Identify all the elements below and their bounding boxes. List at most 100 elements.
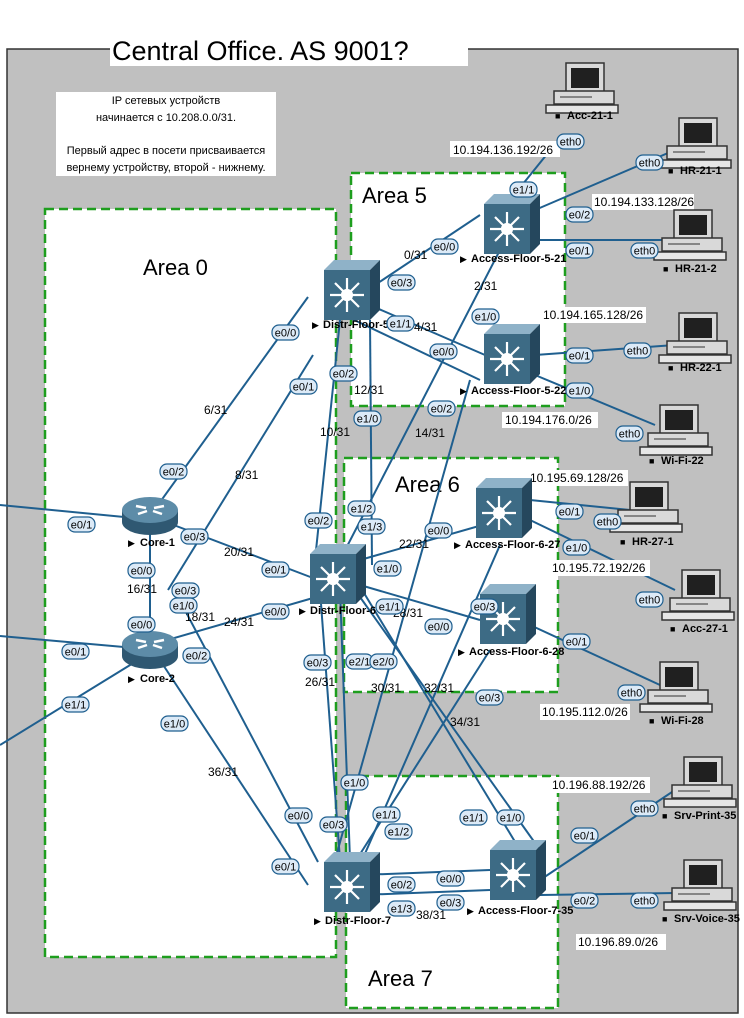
pc-hr-21-1-label: HR-21-1 xyxy=(680,165,722,177)
interface-label-eth0: eth0 xyxy=(627,346,648,358)
pc-hr-21-2-label: HR-21-2 xyxy=(675,263,717,275)
interface-label-e01: e0/1 xyxy=(65,647,86,659)
router-core-2[interactable] xyxy=(120,629,180,671)
switch-distr-floor-6-label: Distr-Floor-6 xyxy=(310,605,376,617)
pc-acc-27-1-label: Acc-27-1 xyxy=(682,623,728,635)
interface-label-e00: e0/0 xyxy=(265,607,286,619)
interface-label-e02: e0/2 xyxy=(431,404,452,416)
interface-label-e01: e0/1 xyxy=(275,862,296,874)
interface-label-e02: e0/2 xyxy=(569,210,590,222)
switch-af-6-28-label: Access-Floor-6-28 xyxy=(469,646,564,658)
interface-label-e01: e0/1 xyxy=(293,382,314,394)
interface-label-e00: e0/0 xyxy=(433,347,454,359)
interface-label-eth0: eth0 xyxy=(639,158,660,170)
pc-acc-21-1-label: Acc-21-1 xyxy=(567,110,613,122)
square-icon: ■ xyxy=(649,716,654,726)
pc-wifi-22-label: Wi-Fi-22 xyxy=(661,455,704,467)
interface-label-eth0: eth0 xyxy=(634,896,655,908)
switch-access-floor-7-35[interactable] xyxy=(488,838,548,902)
interface-badge-bg xyxy=(565,347,594,364)
interface-label-e01: e0/1 xyxy=(574,831,595,843)
interface-label-e02: e0/2 xyxy=(186,651,207,663)
router-core-1[interactable] xyxy=(120,495,180,537)
square-icon: ■ xyxy=(668,166,673,176)
interface-label-e03: e0/3 xyxy=(184,532,205,544)
subnet-hr-21: 10.194.133.128/26 xyxy=(594,195,694,209)
switch-distr-floor-7[interactable] xyxy=(322,850,382,914)
arrow-icon: ▶ xyxy=(467,906,474,916)
note-bg xyxy=(56,92,276,176)
interface-label-eth0: eth0 xyxy=(639,595,660,607)
interface-badge-bg xyxy=(384,823,413,840)
interface-badge-bg xyxy=(562,539,591,556)
switch-access-floor-5-21[interactable] xyxy=(482,192,542,256)
pc-srv-voice-label: Srv-Voice-35 xyxy=(674,913,740,925)
interface-badge-bg xyxy=(555,503,584,520)
interface-label-e11: e1/1 xyxy=(376,810,397,822)
link-30-31: 30/31 xyxy=(371,681,401,695)
interface-badge-bg xyxy=(387,900,416,917)
switch-access-floor-6-27[interactable] xyxy=(474,476,534,540)
interface-label-e02: e0/2 xyxy=(574,896,595,908)
switch-distr-floor-6[interactable] xyxy=(308,542,368,606)
interface-badge-bg xyxy=(319,816,348,833)
link-26-31: 26/31 xyxy=(305,675,335,689)
interface-label-e00: e0/0 xyxy=(440,874,461,886)
interface-badge-bg xyxy=(375,598,404,615)
square-icon: ■ xyxy=(668,363,673,373)
interface-badge-bg xyxy=(61,643,90,660)
pc-hr-27-1-label: HR-27-1 xyxy=(632,536,674,548)
interface-label-e01: e0/1 xyxy=(569,351,590,363)
link-0-31: 0/31 xyxy=(404,248,428,262)
link-32-31: 32/31 xyxy=(424,681,454,695)
interface-label-e11: e1/1 xyxy=(379,602,400,614)
link-16-31: 16/31 xyxy=(127,582,157,596)
link-18-31: 18/31 xyxy=(185,610,215,624)
router-core-2-arrow: ▶ xyxy=(128,674,135,684)
note-line-4: вернему устройству, второй - нижнему. xyxy=(66,162,265,174)
interface-badge-bg xyxy=(424,522,453,539)
square-icon: ■ xyxy=(555,111,560,121)
area-6-label: Area 6 xyxy=(395,472,460,497)
interface-badge-bg xyxy=(475,689,504,706)
interface-badge-bg xyxy=(127,562,156,579)
interface-badge-bg xyxy=(430,238,459,255)
switch-af-7-35-label: Access-Floor-7-35 xyxy=(478,905,573,917)
interface-badge-bg xyxy=(261,561,290,578)
interface-badge-bg xyxy=(630,800,659,817)
interface-badge-bg xyxy=(496,809,525,826)
router-core-1-label: Core-1 xyxy=(140,537,175,549)
interface-badge-bg xyxy=(459,809,488,826)
interface-label-e20: e2/0 xyxy=(373,657,394,669)
interface-label-e10: e1/0 xyxy=(475,312,496,324)
interface-label-e00: e0/0 xyxy=(288,811,309,823)
interface-label-e01: e0/1 xyxy=(265,565,286,577)
interface-badge-bg xyxy=(303,654,332,671)
interface-label-e03: e0/3 xyxy=(175,586,196,598)
interface-label-e03: e0/3 xyxy=(474,602,495,614)
interface-badge-bg xyxy=(284,807,313,824)
switch-distr-floor-5[interactable] xyxy=(322,258,382,322)
links xyxy=(0,137,676,896)
link-14-31: 14/31 xyxy=(415,426,445,440)
interface-badge-bg xyxy=(556,133,585,150)
square-icon: ■ xyxy=(662,914,667,924)
link-6-31: 6/31 xyxy=(204,403,228,417)
subnet-srv-voice: 10.196.89.0/26 xyxy=(578,935,658,949)
interface-badge-bg xyxy=(387,876,416,893)
interface-label-e00: e0/0 xyxy=(434,242,455,254)
interface-badge-bg xyxy=(565,382,594,399)
link-labels: 0/31 2/31 4/31 6/31 8/31 10/31 12/31 14/… xyxy=(127,248,498,922)
interface-label-e12: e1/2 xyxy=(388,827,409,839)
arrow-icon: ▶ xyxy=(312,320,319,330)
link-4-31: 4/31 xyxy=(414,320,438,334)
diagram-title: Central Office. AS 9001? xyxy=(112,36,409,66)
interface-badge-bg xyxy=(509,181,538,198)
subnet-labels: 10.194.136.192/26 10.194.133.128/26 10.1… xyxy=(450,141,694,950)
router-core-2-label: Core-2 xyxy=(140,673,175,685)
switch-af-5-21-label: Access-Floor-5-21 xyxy=(471,253,566,265)
interface-label-e11: e1/1 xyxy=(390,319,411,331)
interface-label-e02: e0/2 xyxy=(308,516,329,528)
interface-label-e00: e0/0 xyxy=(131,620,152,632)
switch-access-floor-5-22[interactable] xyxy=(482,322,542,386)
